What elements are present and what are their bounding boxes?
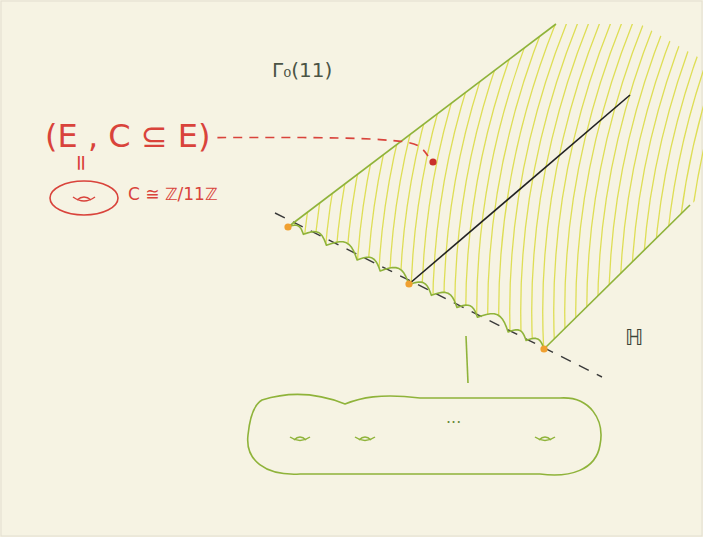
hatch-stroke	[697, 15, 703, 370]
quotient-map	[466, 336, 468, 383]
hatch-stroke	[378, 15, 438, 370]
hatch-stroke	[389, 15, 449, 370]
ellipsis: ...	[446, 410, 461, 426]
surface-hole	[539, 437, 551, 440]
subgroup-label: C ≅ ℤ/11ℤ	[128, 186, 218, 203]
plane-label: ℍ	[625, 327, 644, 349]
geodesic	[409, 95, 630, 284]
hatch-stroke	[400, 15, 460, 370]
real-axis	[275, 213, 602, 377]
hatch-stroke	[345, 15, 405, 370]
domain-boundary	[544, 205, 690, 349]
surface-outline	[248, 394, 601, 475]
torus-outline	[50, 181, 118, 215]
leader-line	[217, 137, 428, 156]
hatch-stroke	[675, 15, 703, 370]
group-label: Γ₀(11)	[272, 60, 332, 80]
cusp-dot	[540, 345, 547, 352]
hatch-stroke	[334, 15, 394, 370]
hatch-stroke	[444, 15, 504, 370]
hatch-stroke	[367, 15, 427, 370]
hatch-stroke	[433, 15, 493, 370]
hatch-stroke	[422, 15, 482, 370]
fundamental-domain	[288, 24, 690, 349]
surface-hole	[290, 437, 310, 441]
torus	[50, 181, 118, 215]
surface-hole	[535, 437, 555, 441]
hatch-stroke	[664, 15, 703, 370]
hatch-stroke	[356, 15, 416, 370]
point	[429, 158, 436, 165]
pair-label: (E , C ⊆ E)	[45, 120, 210, 152]
cusp-dot	[405, 280, 412, 287]
torus-hole	[73, 197, 95, 201]
cusp-dot	[284, 223, 291, 230]
surface-hole	[359, 437, 371, 440]
domain-boundary	[288, 225, 544, 349]
surface	[248, 394, 601, 475]
cusps	[284, 223, 547, 352]
torus-hole	[77, 197, 91, 200]
surface-hole	[294, 437, 306, 440]
hatch-stroke	[686, 15, 703, 370]
domain-boundary	[288, 24, 556, 227]
hatch-stroke	[411, 15, 471, 370]
equals-sign: =	[70, 154, 92, 172]
surface-hole	[355, 437, 375, 441]
hatching	[268, 15, 703, 370]
